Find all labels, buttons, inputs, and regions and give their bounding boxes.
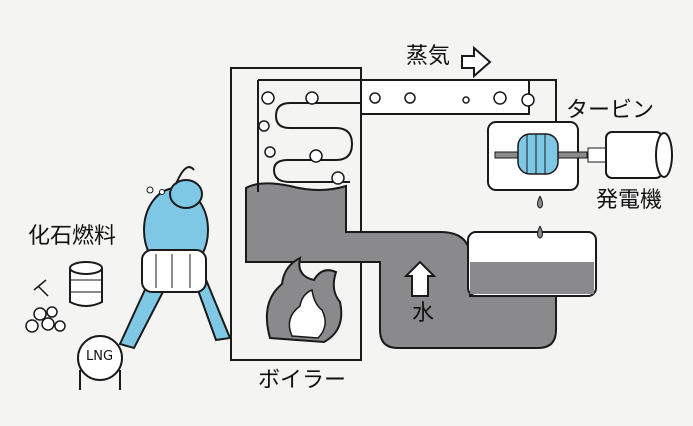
boiler-housing <box>230 67 362 361</box>
lng-label: LNG <box>86 349 114 364</box>
worker-figure <box>118 166 232 350</box>
water-arrow-icon <box>403 260 437 297</box>
flame-icon <box>266 256 343 344</box>
coal-heap <box>25 279 66 333</box>
steam-arrow-icon <box>461 45 492 79</box>
steam-pipe <box>258 79 367 183</box>
steam-label: 蒸気 <box>406 44 451 69</box>
turbine-label: タービン <box>566 98 655 123</box>
steam-puffs <box>258 91 535 185</box>
lng-tank-icon <box>77 335 123 390</box>
water-label: 水 <box>412 301 435 326</box>
boiler-label: ボイラー <box>258 368 347 393</box>
fossil-fuel-label: 化石燃料 <box>28 224 117 249</box>
generator-label: 発電機 <box>596 188 663 213</box>
turbine <box>494 133 588 175</box>
generator <box>587 131 673 179</box>
oil-drum-icon <box>69 261 103 307</box>
